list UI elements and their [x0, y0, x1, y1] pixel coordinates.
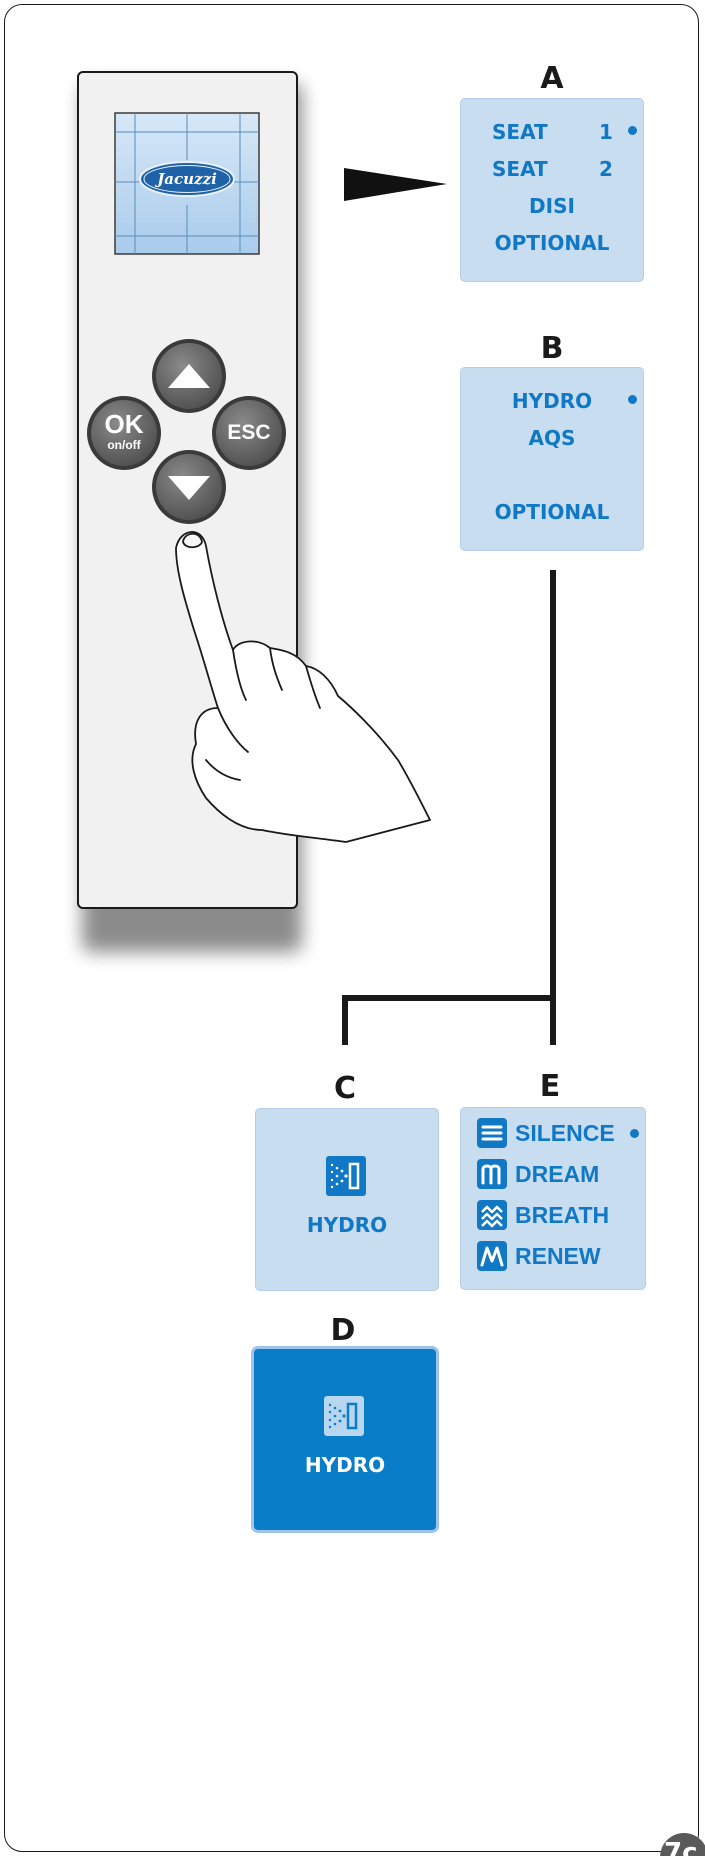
down-button[interactable]: [152, 450, 226, 524]
renew-icon: [477, 1241, 507, 1271]
esc-label: ESC: [218, 420, 280, 446]
section-letter-c: C: [315, 1074, 375, 1104]
selected-indicator: [628, 395, 637, 404]
menu-item-optional: OPTIONAL: [461, 502, 643, 522]
section-letter-e: E: [520, 1072, 580, 1102]
jacuzzi-logo-text: Jacuzzi: [140, 169, 234, 189]
mode-screen-c: HYDRO: [256, 1109, 438, 1290]
menu-item-seat-1-number: 1: [599, 122, 613, 142]
mode-list-screen-e: SILENCE DREAM BREATH RENEW: [461, 1108, 645, 1289]
breath-icon: [477, 1200, 507, 1230]
menu-item-seat-1: SEAT: [492, 122, 548, 142]
menu-item-aqs: AQS: [461, 428, 643, 448]
menu-screen-a: SEAT 1 SEAT 2 DISI OPTIONAL: [461, 99, 643, 281]
selected-indicator: [628, 126, 637, 135]
dream-icon: [477, 1159, 507, 1189]
ok-label: OK: [100, 410, 148, 438]
menu-item-optional: OPTIONAL: [461, 233, 643, 253]
pointer-arrow: [344, 168, 447, 201]
mode-breath: BREATH: [515, 1204, 609, 1227]
menu-screen-b: HYDRO AQS OPTIONAL: [461, 368, 643, 550]
menu-item-disi: DISI: [461, 196, 643, 216]
up-button[interactable]: [152, 339, 226, 413]
mode-screen-d-selected: HYDRO: [254, 1349, 436, 1530]
mode-label-hydro: HYDRO: [254, 1455, 436, 1475]
mode-silence: SILENCE: [515, 1122, 615, 1145]
mode-label-hydro: HYDRO: [256, 1215, 438, 1235]
menu-item-seat-2-number: 2: [599, 159, 613, 179]
menu-item-seat-2: SEAT: [492, 159, 548, 179]
hydro-jet-icon: [326, 1156, 366, 1196]
section-letter-b: B: [522, 334, 582, 364]
menu-item-hydro: HYDRO: [461, 391, 643, 411]
section-letter-a: A: [522, 64, 582, 94]
ok-sub-label: on/off: [100, 438, 148, 452]
mode-renew: RENEW: [515, 1245, 601, 1268]
hydro-jet-icon: [324, 1396, 364, 1436]
mode-dream: DREAM: [515, 1163, 599, 1186]
page-badge: 7c: [664, 1840, 698, 1866]
silence-icon: [477, 1118, 507, 1148]
selected-indicator: [630, 1129, 639, 1138]
section-letter-d: D: [313, 1316, 373, 1346]
